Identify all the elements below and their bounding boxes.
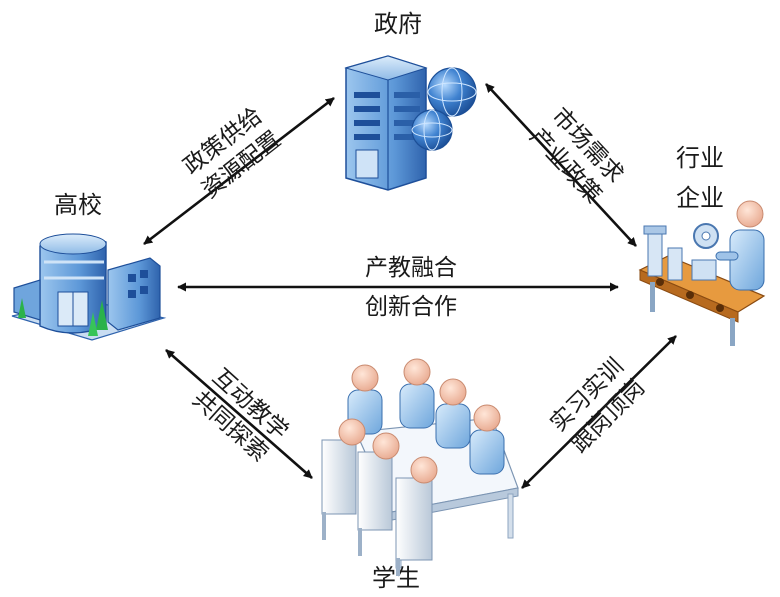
government-building-icon <box>344 55 477 191</box>
university-node: 高校 <box>11 191 167 341</box>
government-label: 政府 <box>374 10 422 38</box>
arrow-government-enterprise <box>485 83 637 247</box>
student-person <box>435 378 471 449</box>
enterprise-node: 行业 企业 <box>638 144 766 346</box>
edge-label-gov-enterprise: 市场需求 产业政策 <box>525 103 629 208</box>
student-person <box>469 404 505 475</box>
government-node: 政府 <box>344 10 477 191</box>
edge-label-enterprise-student: 实习实训 跟岗顶岗 <box>545 353 650 458</box>
university-building-icon <box>11 233 167 341</box>
edge-label-gov-university: 政策供给 资源配置 <box>179 103 286 204</box>
university-label: 高校 <box>54 191 102 219</box>
arrow-enterprise-student <box>521 335 677 489</box>
arrow-university-government <box>143 96 335 246</box>
edge-label-line1: 产教融合 <box>365 255 457 281</box>
meeting-table-icon <box>321 358 519 576</box>
student-chair <box>395 456 438 561</box>
edge-label-line2: 创新合作 <box>365 294 457 320</box>
enterprise-label-line2: 企业 <box>676 184 724 212</box>
student-chair <box>357 432 400 531</box>
arrow-university-student <box>165 349 313 479</box>
factory-worker-icon <box>638 200 766 346</box>
student-chair <box>321 418 366 515</box>
edge-label-university-enterprise: 产教融合 创新合作 <box>365 255 457 320</box>
student-person <box>399 358 435 429</box>
student-node: 学生 <box>321 358 519 592</box>
enterprise-label-line1: 行业 <box>676 144 724 172</box>
